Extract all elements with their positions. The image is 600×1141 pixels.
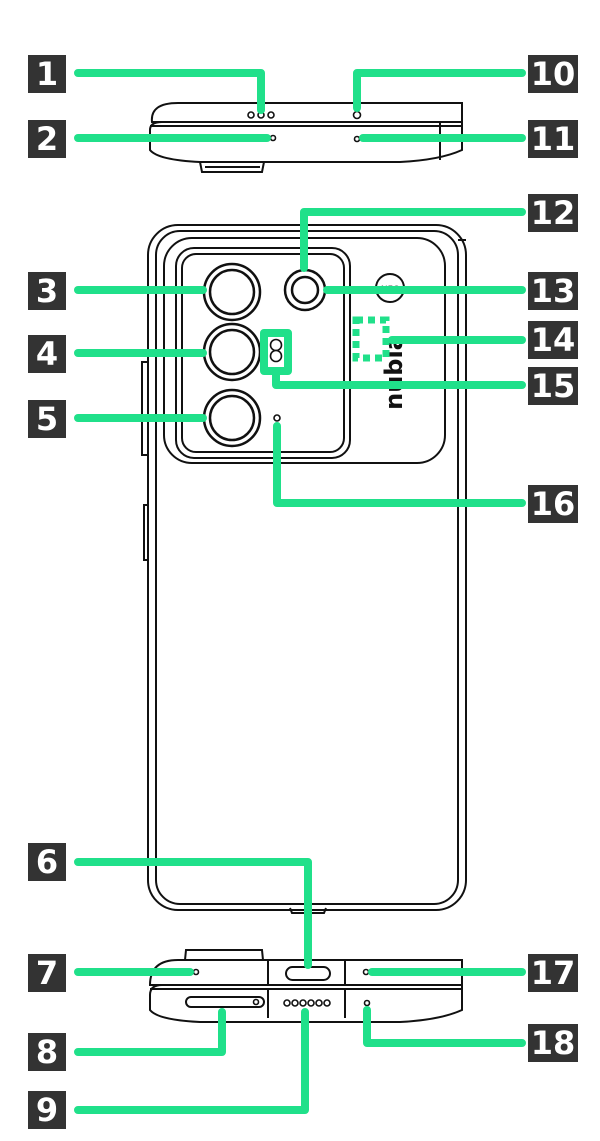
sim-tray [185, 996, 265, 1008]
flash-led-bottom [269, 349, 283, 363]
svg-text:13: 13 [531, 272, 576, 310]
svg-text:9: 9 [36, 1091, 58, 1129]
rear-microphone [273, 414, 281, 422]
callout-badge-17: 17 [528, 954, 578, 992]
callout-badge-14: 14 [528, 321, 578, 359]
callout-badge-1: 1 [28, 55, 66, 93]
svg-text:2: 2 [36, 120, 58, 158]
callout-line-6 [74, 858, 312, 969]
svg-text:16: 16 [531, 485, 576, 523]
svg-text:5: 5 [36, 400, 58, 438]
nfc-area [352, 316, 390, 362]
top-edge-view [149, 102, 463, 173]
callout-line-15 [272, 368, 526, 389]
callout-badge-8: 8 [28, 1033, 66, 1071]
callout-badge-3: 3 [28, 272, 66, 310]
callout-line-8 [74, 1008, 226, 1056]
phone-back-view: NFC nubia [141, 224, 467, 914]
callout-badge-4: 4 [28, 335, 66, 373]
callout-badge-16: 16 [528, 485, 578, 523]
callout-badge-18: 18 [528, 1024, 578, 1062]
svg-text:11: 11 [531, 120, 576, 158]
svg-text:4: 4 [36, 335, 58, 373]
svg-text:3: 3 [36, 272, 58, 310]
callout-badge-2: 2 [28, 120, 66, 158]
callout-line-12 [300, 208, 526, 272]
svg-text:14: 14 [531, 321, 576, 359]
callout-badge-9: 9 [28, 1091, 66, 1129]
callout-badge-13: 13 [528, 272, 578, 310]
flash-highlight [260, 329, 292, 375]
svg-text:1: 1 [36, 55, 58, 93]
callout-line-18 [363, 1006, 526, 1047]
callout-line-1 [74, 69, 265, 114]
callout-badge-7: 7 [28, 954, 66, 992]
svg-text:18: 18 [531, 1024, 576, 1062]
svg-text:10: 10 [531, 55, 576, 93]
svg-text:8: 8 [36, 1033, 58, 1071]
callout-lines [74, 69, 526, 1114]
callout-badge-11: 11 [528, 120, 578, 158]
callout-badge-10: 10 [528, 55, 578, 93]
svg-text:6: 6 [36, 843, 58, 881]
callout-badge-12: 12 [528, 194, 578, 232]
callout-line-16 [273, 422, 526, 507]
flash-led-top [269, 338, 283, 352]
callout-badges: 1 2 3 4 5 6 7 8 9 10 11 12 13 14 15 16 1… [28, 55, 578, 1129]
brand-logo: nubia [380, 334, 408, 410]
bottom-edge-view [148, 949, 463, 1023]
callout-badge-5: 5 [28, 400, 66, 438]
svg-text:12: 12 [531, 194, 576, 232]
svg-text:17: 17 [531, 954, 576, 992]
callout-line-9 [74, 1008, 309, 1114]
svg-text:15: 15 [531, 367, 576, 405]
svg-text:7: 7 [36, 954, 58, 992]
callout-badge-15: 15 [528, 367, 578, 405]
callout-badge-6: 6 [28, 843, 66, 881]
callout-line-10 [353, 69, 526, 112]
